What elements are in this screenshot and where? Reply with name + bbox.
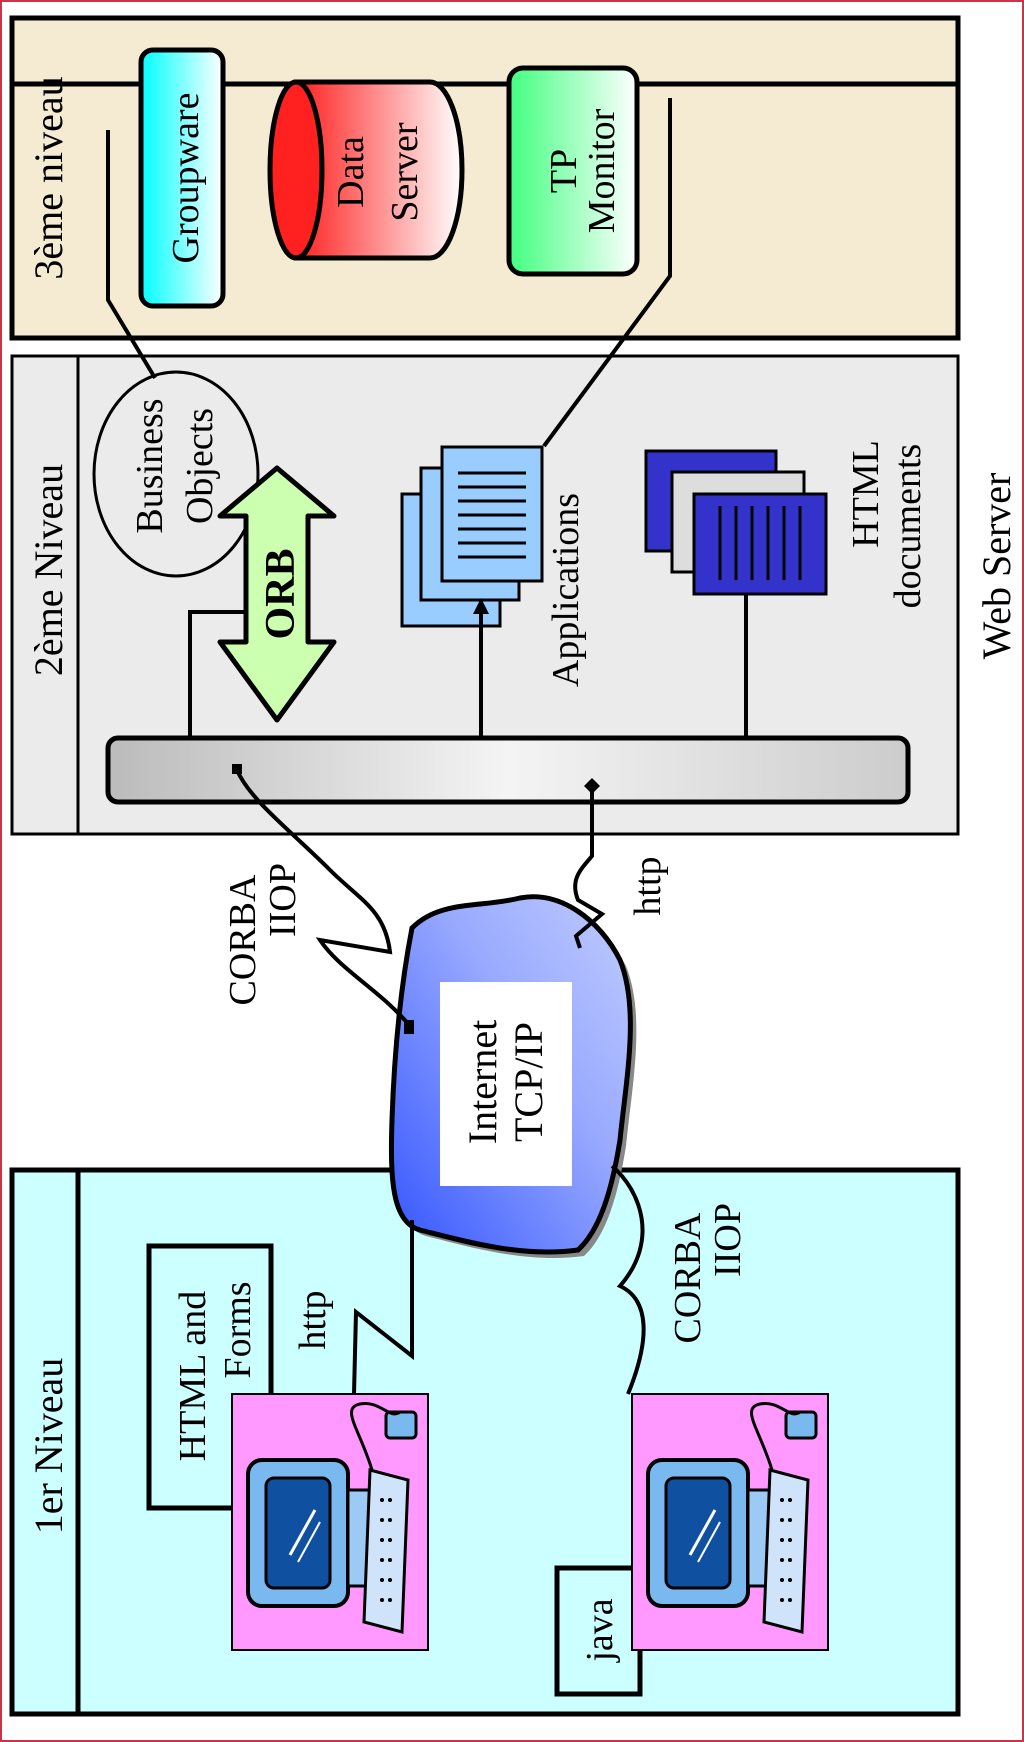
html-documents: HTML documents bbox=[644, 440, 929, 609]
tier3-panel: 3ème niveau Groupware Data Server TP Mon… bbox=[9, 15, 961, 341]
groupware-label: Groupware bbox=[165, 93, 207, 264]
html-documents-label-line1: HTML bbox=[845, 440, 887, 548]
tier3-label: 3ème niveau bbox=[26, 76, 71, 279]
corba-bottom-label-line2: IIOP bbox=[707, 1203, 749, 1277]
internet-label-line2: TCP/IP bbox=[506, 1022, 551, 1142]
link-tpmonitor-applications bbox=[542, 98, 672, 448]
middleware-bus bbox=[105, 735, 911, 805]
http-bottom-label: http bbox=[292, 1290, 334, 1349]
desktop-computer-icon bbox=[246, 1402, 418, 1634]
client-computer-2 bbox=[631, 1393, 829, 1651]
html-documents-label-line2: documents bbox=[887, 444, 929, 609]
link-groupware-business-objects bbox=[106, 130, 157, 380]
data-server-label-line1: Data bbox=[330, 136, 372, 208]
html-forms-box: HTML and Forms bbox=[146, 1243, 274, 1511]
tier2-label: 2ème Niveau bbox=[26, 464, 71, 676]
link-corba-bottom bbox=[610, 1164, 646, 1395]
web-server-label: Web Server bbox=[974, 473, 1019, 660]
business-objects-label-line1: Business bbox=[129, 398, 171, 533]
data-server-cylinder: Data Server bbox=[267, 79, 465, 261]
tier2-panel: 2ème Niveau Business Objects ORB bbox=[10, 354, 960, 836]
tier1-panel: 1er Niveau HTML and Forms bbox=[9, 1167, 961, 1717]
link-http-bottom bbox=[352, 1220, 414, 1395]
orb-arrow: ORB bbox=[217, 465, 337, 723]
html-forms-label-line1: HTML and bbox=[172, 1291, 214, 1462]
tp-monitor-box: TP Monitor bbox=[506, 65, 640, 277]
corba-bottom-label-line1: CORBA bbox=[667, 1212, 709, 1343]
http-top-label: http bbox=[627, 856, 669, 915]
desktop-computer-icon bbox=[646, 1402, 818, 1634]
java-label: java bbox=[579, 1598, 621, 1663]
corba-top-label-line2: IIOP bbox=[262, 863, 304, 937]
internet-label-line1: Internet bbox=[460, 1020, 505, 1144]
data-server-label-line2: Server bbox=[384, 122, 426, 222]
business-objects-label-line2: Objects bbox=[179, 408, 221, 524]
tp-monitor-label-line2: Monitor bbox=[581, 108, 623, 233]
internet-label-box bbox=[440, 982, 572, 1186]
groupware-box: Groupware bbox=[138, 47, 226, 309]
html-forms-label-line2: Forms bbox=[217, 1281, 259, 1378]
corba-top-label-line1: CORBA bbox=[222, 874, 264, 1005]
client-computer-1 bbox=[231, 1393, 429, 1651]
applications-label: Applications bbox=[545, 493, 587, 687]
link-corba-top bbox=[235, 769, 412, 1028]
internet-cloud: Internet TCP/IP bbox=[388, 894, 637, 1258]
java-box: java bbox=[554, 1565, 643, 1697]
orb-label: ORB bbox=[258, 548, 304, 639]
tier1-label: 1er Niveau bbox=[26, 1358, 71, 1535]
link-http-top bbox=[573, 786, 606, 949]
tp-monitor-label-line1: TP bbox=[543, 149, 585, 193]
business-objects: Business Objects bbox=[92, 370, 260, 578]
